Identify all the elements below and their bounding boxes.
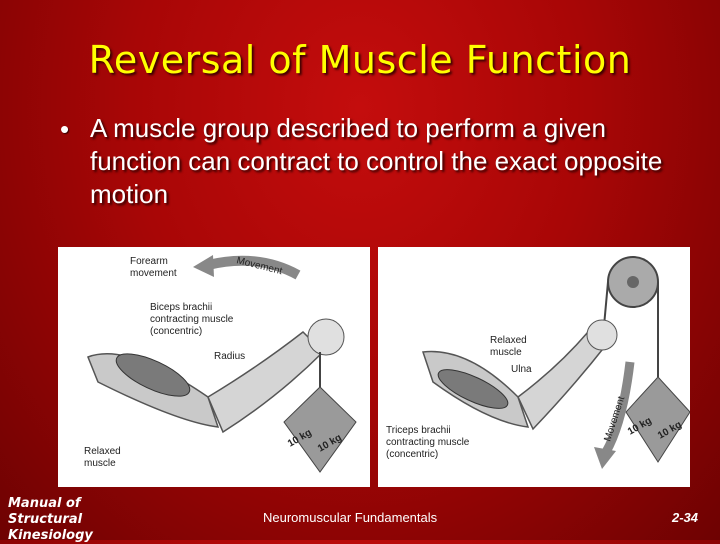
relaxed-label-2: muscle <box>490 347 522 358</box>
section-name: Neuromuscular Fundamentals <box>263 510 437 525</box>
radius-label: Radius <box>214 351 245 362</box>
biceps-diagram-svg: Movement Forearm movement Biceps brachii… <box>58 247 370 487</box>
bullet-text: A muscle group described to perform a gi… <box>90 112 670 211</box>
movement-arrowhead-icon <box>594 447 616 469</box>
relaxed-label-1: Relaxed <box>490 335 527 346</box>
relaxed-label-1: Relaxed <box>84 446 121 457</box>
page-number: 2-34 <box>672 510 698 525</box>
weight-shape <box>284 387 356 472</box>
pulley-axle-shape <box>627 276 639 288</box>
bullet-item: • A muscle group described to perform a … <box>60 112 670 211</box>
book-title-line-3: Kinesiology <box>8 528 93 544</box>
triceps-label-3: (concentric) <box>386 449 438 460</box>
movement-arrowhead-icon <box>193 255 214 277</box>
fist-shape <box>308 319 344 355</box>
slide-title: Reversal of Muscle Function <box>0 38 720 82</box>
forearm-label: Forearm <box>130 256 168 267</box>
ulna-label: Ulna <box>511 364 532 375</box>
relaxed-label-2: muscle <box>84 458 116 469</box>
book-title-line-1: Manual of <box>8 496 93 512</box>
biceps-illustration: Movement Forearm movement Biceps brachii… <box>58 247 370 487</box>
forearm-movement-label: movement <box>130 268 177 279</box>
triceps-label-1: Triceps brachii <box>386 425 451 436</box>
triceps-illustration: 10 kg 10 kg Relaxed muscle Ulna Triceps … <box>378 247 690 487</box>
book-title-line-2: Structural <box>8 512 93 528</box>
fist-shape <box>587 320 617 350</box>
weight-shape <box>626 377 690 462</box>
biceps-label-3: (concentric) <box>150 326 202 337</box>
book-title: Manual of Structural Kinesiology <box>8 496 93 544</box>
bullet-dot-icon: • <box>60 114 69 145</box>
biceps-label-2: contracting muscle <box>150 314 234 325</box>
triceps-label-2: contracting muscle <box>386 437 470 448</box>
triceps-diagram-svg: 10 kg 10 kg Relaxed muscle Ulna Triceps … <box>378 247 690 487</box>
biceps-label-1: Biceps brachii <box>150 302 212 313</box>
